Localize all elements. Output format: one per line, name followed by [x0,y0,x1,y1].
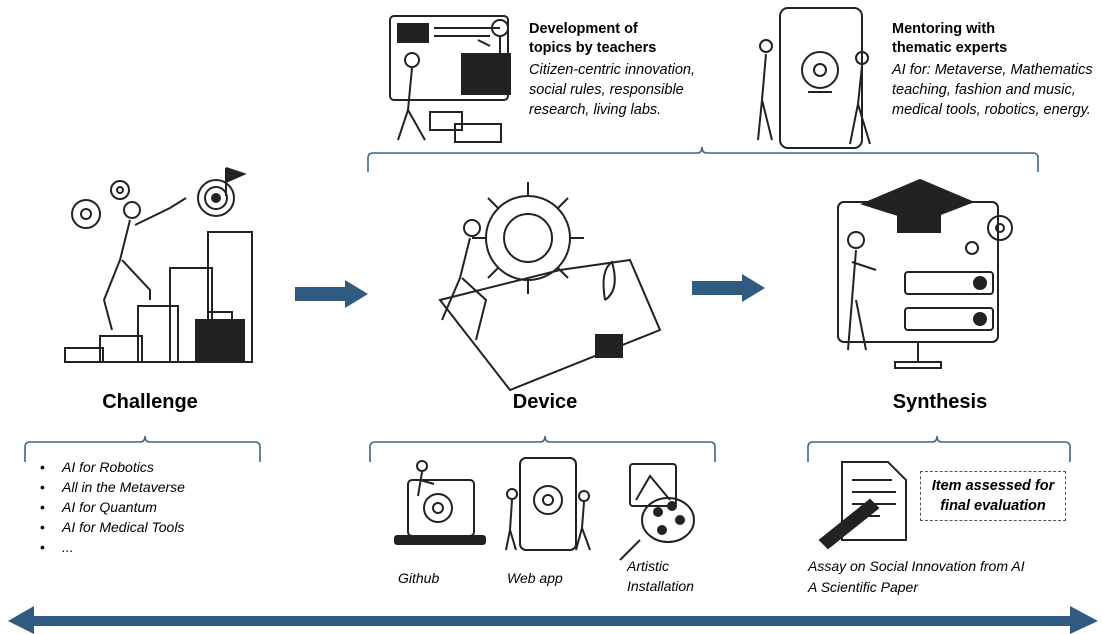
device-brace [369,435,716,462]
experts-title: Mentoring with thematic experts [892,21,1008,56]
synthesis-title: Synthesis [892,391,988,413]
list-item: AI for Medical Tools [34,517,264,537]
synthesis-illustration [837,178,1013,369]
synthesis-brace [807,435,1071,462]
device-title: Device [512,391,578,413]
github-illustration [394,460,486,545]
challenge-list: AI for Robotics All in the Metaverse AI … [34,457,264,557]
device-illustration [438,182,662,392]
synthesis-caption-1: Assay on Social Innovation from AI [808,558,1025,574]
synthesis-caption-2: A Scientific Paper [808,579,918,595]
artistic-illustration [619,463,695,561]
challenge-illustration [64,167,253,363]
list-item: AI for Robotics [34,457,264,477]
github-label: Github [398,570,440,586]
challenge-title: Challenge [102,391,198,413]
paper-illustration [818,461,907,550]
challenge-brace [24,435,261,462]
list-item: AI for Quantum [34,497,264,517]
evaluation-box: Item assessed for final evaluation [920,471,1066,521]
list-item: ... [34,537,264,557]
teachers-body: Citizen-centric innovation, social rules… [529,62,696,118]
list-item: All in the Metaverse [34,477,264,497]
timeline-double-arrow [8,606,1098,634]
teachers-title: Development of topics by teachers [529,21,657,56]
flow-arrow-1 [295,280,368,308]
experts-body: AI for: Metaverse, Mathematics teaching,… [892,62,1093,118]
webapp-illustration [505,457,591,551]
experts-illustration [757,7,871,149]
artistic-label: Artistic Installation [627,558,694,594]
top-brace [367,146,1039,172]
flow-arrow-2 [692,274,765,302]
webapp-label: Web app [507,570,563,586]
teachers-illustration [389,15,511,143]
